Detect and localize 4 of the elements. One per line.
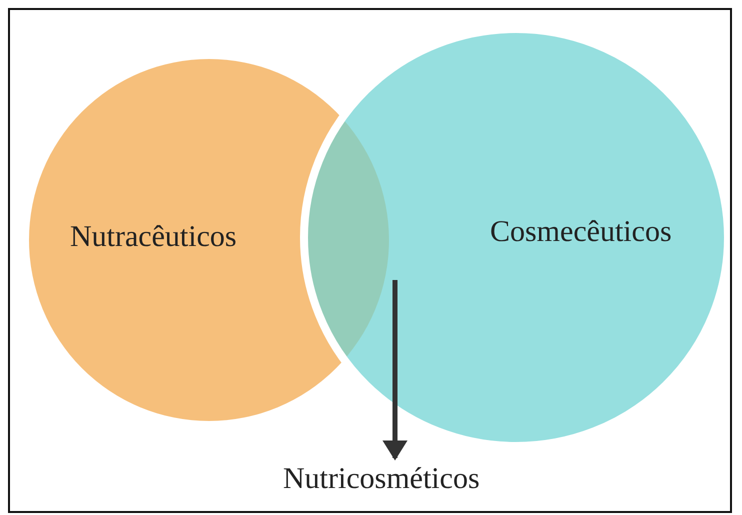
set-label: Nutracêuticos	[70, 220, 237, 254]
arrow	[382, 280, 408, 460]
set-label: Cosmecêuticos	[490, 215, 672, 249]
intersection-label: Nutricosméticos	[283, 462, 480, 496]
